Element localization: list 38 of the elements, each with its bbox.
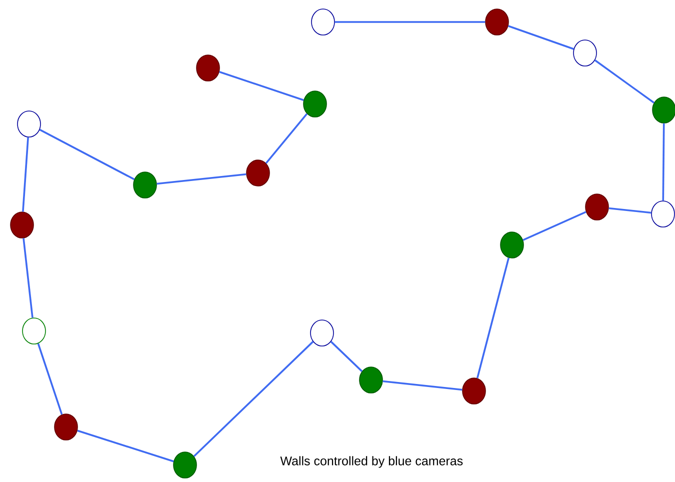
circle-node [500,232,524,258]
circle-node [303,90,327,118]
connector-line [662,123,665,201]
connector-line [522,211,586,241]
connector-line [156,173,246,185]
circle-node [133,172,157,198]
circle-node [652,96,675,124]
connector-line [608,207,652,214]
connector-line [22,137,29,212]
circle-node [196,54,220,82]
caption-text: Walls controlled by blue cameras [280,456,463,468]
circle-node [10,212,34,238]
circle-node [246,160,270,186]
circle-node [22,318,46,344]
connector-line [476,258,510,378]
circle-node [54,414,78,440]
connector-line [334,21,486,23]
connector-line [382,380,462,391]
connector-line [330,341,363,372]
circle-node [651,200,675,228]
connector-line [265,113,308,164]
circle-node [310,320,334,346]
connector-line [193,341,314,457]
circle-node [359,366,383,394]
connector-line [219,70,304,102]
circle-node [17,110,41,138]
circle-node [485,8,509,36]
connector-line [508,25,574,50]
connector-line [77,430,174,462]
circle-node [173,452,197,478]
circle-node [573,40,597,66]
circle-node [585,194,609,220]
connector-line [594,60,654,104]
connector-line [37,343,63,415]
circle-node [311,8,335,36]
circle-node [462,378,486,404]
connector-line [39,128,135,180]
connector-line [22,238,34,318]
